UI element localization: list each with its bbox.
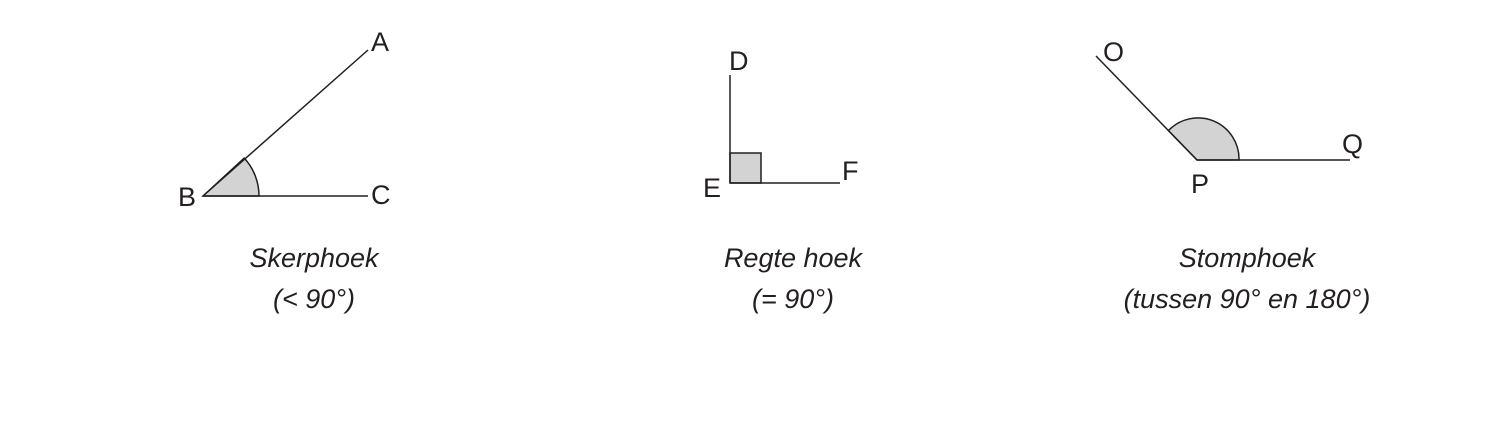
point-label-d: D	[729, 46, 749, 76]
point-label-q: Q	[1342, 129, 1363, 159]
angle-type-title: Stomphoek	[1179, 243, 1317, 273]
acute-angle-arc	[201, 156, 260, 197]
point-label-e: E	[703, 173, 721, 203]
point-label-f: F	[842, 156, 859, 186]
point-label-p: P	[1191, 169, 1209, 199]
point-label-a: A	[371, 27, 389, 57]
ray-po	[1095, 55, 1198, 161]
angle-condition: (< 90°)	[273, 284, 355, 314]
point-label-o: O	[1103, 37, 1124, 67]
obtuse-angle-diagram: O P Q Stomphoek (tussen 90° en 180°)	[1095, 37, 1371, 314]
angle-condition: (= 90°)	[752, 284, 834, 314]
obtuse-angle-arc	[1167, 117, 1240, 161]
ray-ba	[202, 49, 369, 197]
right-angle-diagram: D E F Regte hoek (= 90°)	[703, 46, 864, 314]
point-label-c: C	[371, 180, 391, 210]
angle-condition: (tussen 90° en 180°)	[1124, 284, 1371, 314]
right-angle-marker	[729, 152, 762, 184]
acute-angle-diagram: A B C Skerphoek (< 90°)	[178, 27, 391, 314]
angle-type-title: Skerphoek	[249, 243, 380, 273]
point-label-b: B	[178, 182, 196, 212]
angle-type-title: Regte hoek	[724, 243, 864, 273]
